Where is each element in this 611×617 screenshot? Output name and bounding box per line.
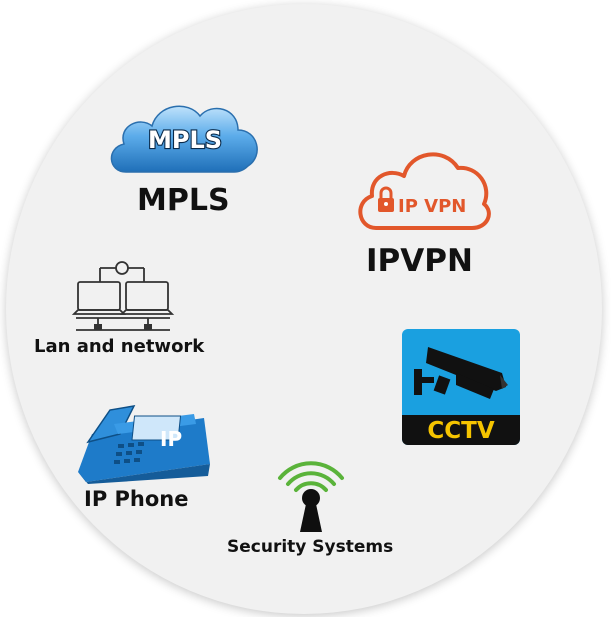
desk-phone-icon: IP: [78, 405, 210, 484]
cloud-lock-icon: IP VPN: [358, 152, 491, 230]
lan-label: Lan and network: [34, 336, 205, 357]
mpls-cloud-text: MPLS: [148, 126, 222, 154]
mpls-label: MPLS: [137, 183, 230, 218]
ipvpn-label: IPVPN: [366, 243, 473, 279]
network-computers-icon: [71, 261, 175, 331]
cloud-icon: MPLS: [110, 105, 258, 173]
background-circle: [6, 4, 602, 614]
cctv-badge-text: CCTV: [427, 418, 494, 444]
signal-tower-icon: [278, 461, 344, 532]
ipphone-screen-text: IP: [160, 427, 182, 451]
ipphone-label: IP Phone: [84, 487, 189, 511]
security-camera-icon: CCTV: [402, 329, 520, 445]
security-label: Security Systems: [227, 537, 394, 557]
ipvpn-cloud-text: IP VPN: [398, 196, 466, 217]
